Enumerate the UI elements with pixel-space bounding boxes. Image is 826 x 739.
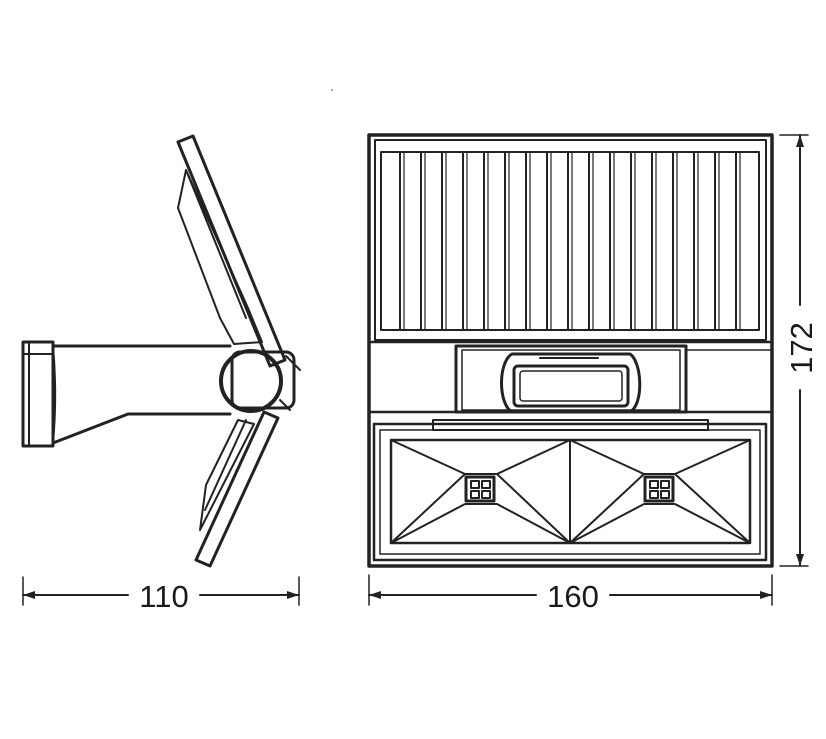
dimension-front-height: 172 [779, 134, 819, 567]
solar-panel-side [176, 134, 287, 368]
mounting-arm [51, 344, 232, 445]
reflector-left [390, 439, 571, 544]
reflector-right [569, 439, 751, 544]
lamp-head-side [194, 410, 280, 568]
pivot-joint [219, 349, 301, 413]
dimension-side-width: 110 [22, 576, 300, 614]
dimension-label-160: 160 [547, 579, 599, 614]
sensor-band [367, 340, 774, 414]
dimension-label-172: 172 [784, 322, 819, 374]
front-view [367, 133, 774, 568]
motion-sensor [500, 352, 642, 414]
solar-cell-strips [399, 151, 741, 331]
led-lamp-front [372, 419, 768, 562]
dimension-front-width: 160 [368, 574, 773, 614]
solar-panel-front [374, 139, 767, 341]
speck-mark [331, 89, 333, 91]
dimension-label-110: 110 [139, 579, 188, 614]
wall-mount-plate [21, 340, 55, 448]
side-view [21, 134, 301, 568]
